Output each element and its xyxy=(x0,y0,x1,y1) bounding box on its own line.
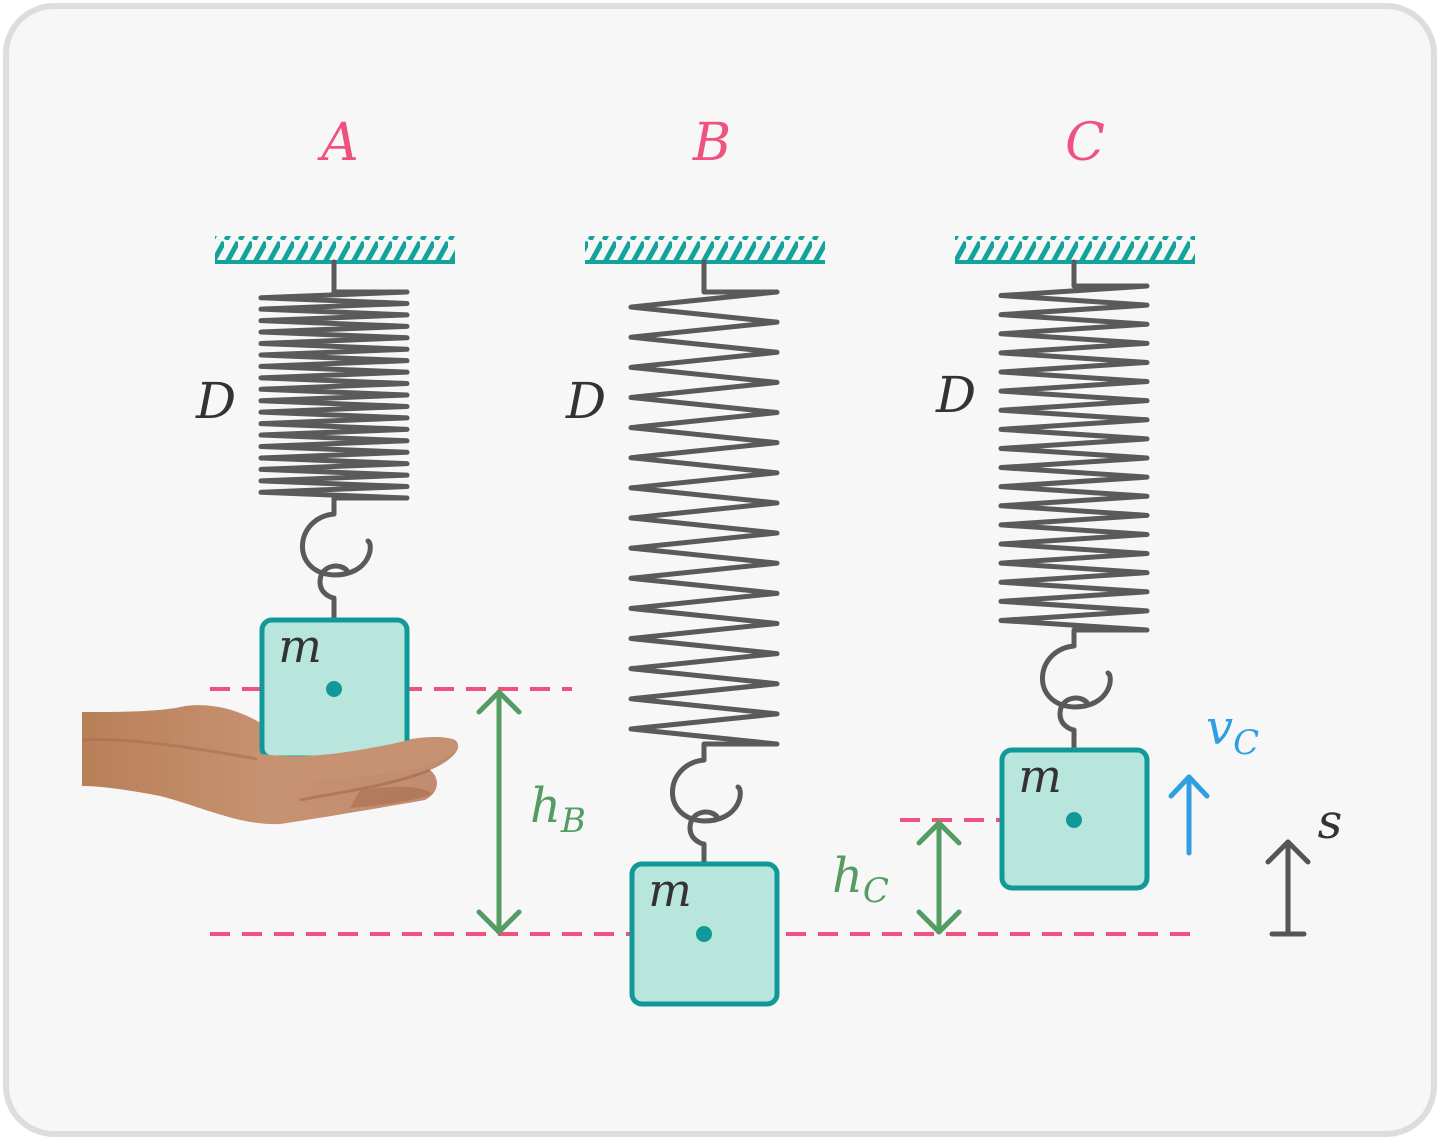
coil-spring-icon xyxy=(628,259,780,763)
velocity-arrow-c xyxy=(1168,774,1210,856)
hook-icon xyxy=(1040,643,1113,710)
spring-label-b: D xyxy=(565,372,606,430)
height-label-b: hB xyxy=(530,778,586,841)
mass-label-b: m xyxy=(648,863,692,917)
springs xyxy=(258,259,1150,867)
hook-icon xyxy=(670,757,743,824)
center-of-mass-dot xyxy=(1066,812,1082,828)
hook-icon xyxy=(317,563,351,623)
hook-icon xyxy=(1057,695,1091,753)
center-of-mass-dot xyxy=(696,926,712,942)
center-of-mass-dot xyxy=(326,681,342,697)
panel-label-b: B xyxy=(692,113,731,173)
hook-icon xyxy=(300,511,373,578)
panel-label-a: A xyxy=(317,113,359,173)
hand-fingers xyxy=(250,737,458,782)
hatched-ceiling-icon xyxy=(955,236,1195,264)
height-arrow-c xyxy=(916,820,962,935)
panel-label-c: C xyxy=(1065,113,1105,173)
ceilings xyxy=(215,236,1195,264)
displacement-label: s xyxy=(1318,794,1343,850)
hatched-ceiling-icon xyxy=(585,236,825,264)
displacement-arrow xyxy=(1265,839,1311,937)
spring-label-c: D xyxy=(935,366,976,424)
height-label-c: hC xyxy=(832,848,889,911)
mass-label-a: m xyxy=(278,619,322,673)
coil-spring-icon xyxy=(998,259,1150,649)
block-a: m xyxy=(259,617,410,761)
block-c: m xyxy=(999,747,1150,891)
hatched-ceiling-icon xyxy=(215,236,455,264)
block-b: m xyxy=(629,861,780,1007)
hook-icon xyxy=(687,809,721,867)
velocity-label-c: vC xyxy=(1206,700,1259,763)
coil-spring-icon xyxy=(258,259,410,517)
height-arrow-b xyxy=(476,689,522,935)
mass-label-c: m xyxy=(1018,749,1062,803)
spring-label-a: D xyxy=(195,372,236,430)
